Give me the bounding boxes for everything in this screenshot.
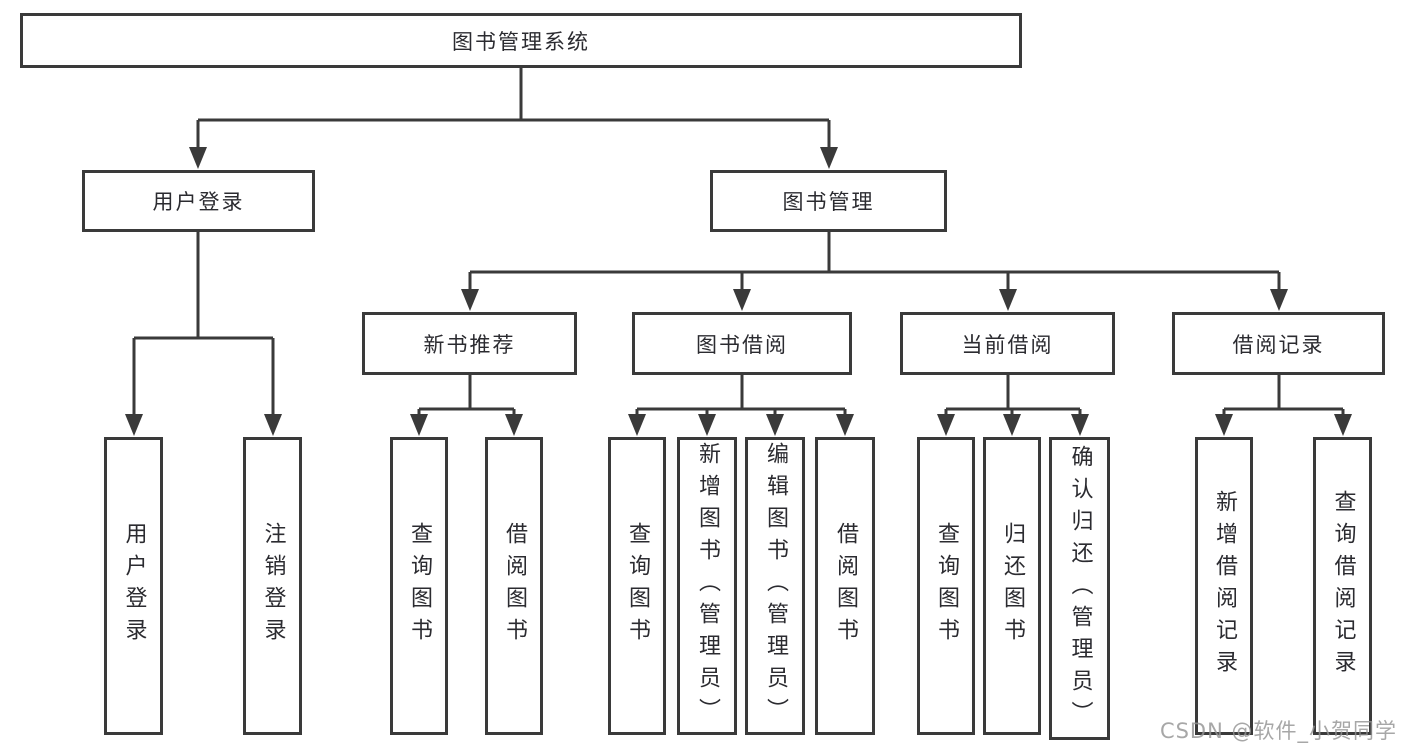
leaf-borrow-books-2-label: 借阅图书: [833, 522, 858, 650]
arrowhead-leaf-borrow-books-1: [505, 414, 523, 436]
leaf-query-borrow-record-label: 查询借阅记录: [1330, 490, 1356, 682]
arrowhead-leaf-confirm-return: [1071, 414, 1089, 436]
arrowhead-leaf-user-login: [125, 414, 143, 436]
node-borrow-records: 借阅记录: [1172, 312, 1385, 375]
leaf-query-borrow-record: 查询借阅记录: [1313, 437, 1372, 735]
arrowhead-leaf-query-borrow-record: [1334, 414, 1352, 436]
leaf-add-borrow-record-label: 新增借阅记录: [1212, 490, 1237, 682]
node-book-management: 图书管理: [710, 170, 947, 232]
arrowhead-leaf-logout: [264, 414, 282, 436]
leaf-return-book-label: 归还图书: [1000, 522, 1025, 650]
arrowhead-leaf-borrow-books-2: [836, 414, 854, 436]
arrowhead-leaf-edit-book: [766, 414, 784, 436]
leaf-query-books-3-label: 查询图书: [934, 522, 959, 650]
leaf-borrow-books-1: 借阅图书: [485, 437, 543, 735]
leaf-edit-book-admin: 编辑图书（管理员）: [745, 437, 805, 735]
leaf-add-borrow-record: 新增借阅记录: [1195, 437, 1253, 735]
leaf-add-book-admin: 新增图书（管理员）: [677, 437, 737, 735]
leaf-confirm-return-admin-label: 确认归还（管理员）: [1067, 444, 1093, 733]
leaf-borrow-books-1-label: 借阅图书: [502, 522, 527, 650]
node-new-book-recommend: 新书推荐: [362, 312, 577, 375]
arrowhead-leaf-query-books-3: [937, 414, 955, 436]
leaf-query-books-2-label: 查询图书: [625, 522, 650, 650]
connector-book-management-children: [468, 232, 1281, 291]
arrowhead-leaf-add-book: [698, 414, 716, 436]
leaf-edit-book-admin-label: 编辑图书（管理员）: [763, 442, 788, 730]
arrowhead-current-borrow: [999, 289, 1017, 311]
arrowhead-leaf-add-borrow-record: [1215, 414, 1233, 436]
leaf-borrow-books-2: 借阅图书: [815, 437, 875, 735]
leaf-confirm-return-admin: 确认归还（管理员）: [1049, 437, 1110, 740]
leaf-logout: 注销登录: [243, 437, 302, 735]
node-book-borrow: 图书借阅: [632, 312, 852, 375]
connector-user-login-children: [132, 232, 275, 416]
connector-book-borrow-children: [635, 375, 847, 417]
node-root: 图书管理系统: [20, 13, 1022, 68]
arrowhead-borrow-records: [1270, 289, 1288, 311]
csdn-watermark: CSDN @软件_小贺同学: [1159, 719, 1397, 743]
node-user-login: 用户登录: [82, 170, 315, 232]
leaf-user-login: 用户登录: [104, 437, 163, 735]
arrowhead-book-management: [820, 147, 838, 169]
arrowhead-leaf-query-books-2: [628, 414, 646, 436]
connector-current-borrow-children: [944, 375, 1082, 417]
connector-new-book-recommend-children: [417, 375, 516, 417]
arrowhead-leaf-query-books-1: [410, 414, 428, 436]
leaf-query-books-2: 查询图书: [608, 437, 666, 735]
arrowhead-leaf-return-book: [1003, 414, 1021, 436]
leaf-add-book-admin-label: 新增图书（管理员）: [695, 442, 720, 730]
connector-borrow-records-children: [1222, 375, 1345, 417]
arrowhead-new-book-recommend: [461, 289, 479, 311]
leaf-logout-label: 注销登录: [260, 522, 286, 650]
connector-root-to-level2: [196, 68, 831, 148]
arrowhead-book-borrow: [733, 289, 751, 311]
arrowhead-user-login: [189, 147, 207, 169]
leaf-query-books-1-label: 查询图书: [407, 522, 432, 650]
leaf-return-book: 归还图书: [983, 437, 1041, 735]
leaf-query-books-1: 查询图书: [390, 437, 448, 735]
leaf-query-books-3: 查询图书: [917, 437, 975, 735]
leaf-user-login-label: 用户登录: [121, 522, 147, 650]
node-current-borrow: 当前借阅: [900, 312, 1115, 375]
